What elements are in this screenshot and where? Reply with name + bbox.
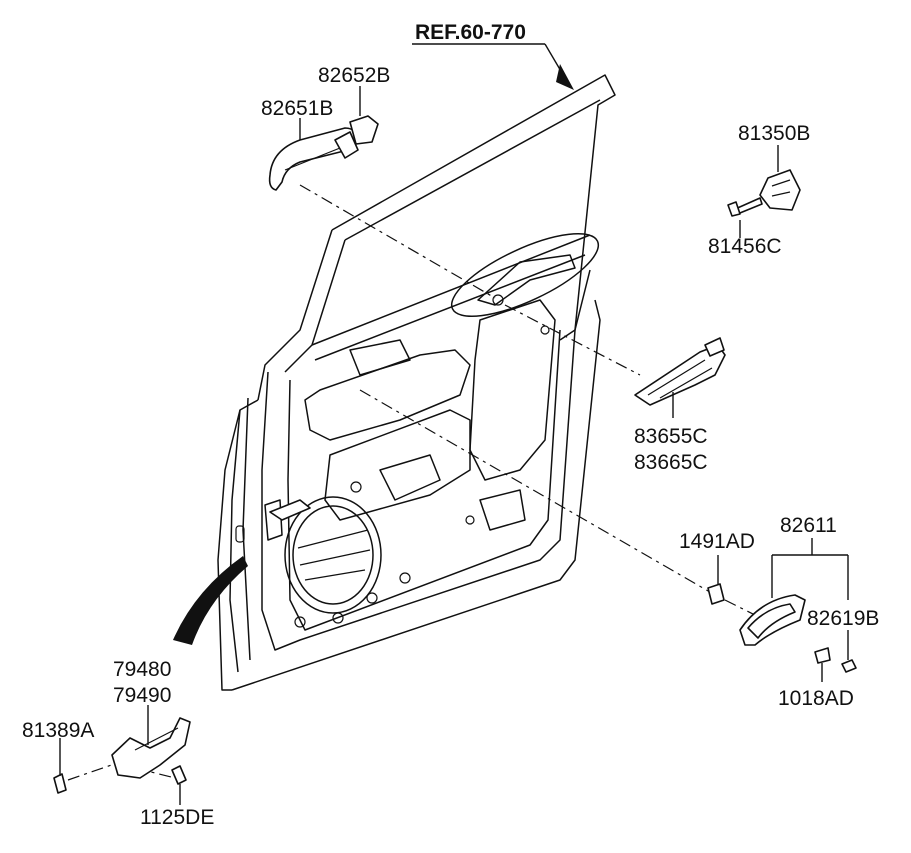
label-82611: 82611 [780, 514, 837, 537]
door-checker-part [53, 717, 191, 794]
clip-part [707, 583, 725, 605]
inner-latch-part [634, 337, 726, 406]
label-81389a: 81389A [22, 719, 94, 742]
label-1125de: 1125DE [140, 806, 214, 829]
striker-part [727, 169, 801, 217]
label-82651b: 82651B [261, 97, 333, 120]
label-1018ad: 1018AD [778, 687, 854, 710]
callout-arrow [173, 556, 248, 645]
label-83655c: 83655C [634, 425, 708, 448]
label-83665c: 83665C [634, 451, 708, 474]
bracket-leader [717, 538, 849, 682]
inside-handle-part [739, 594, 806, 646]
dashed-leaders [67, 184, 766, 781]
reference-leader [412, 43, 574, 90]
label-82619b: 82619B [807, 607, 879, 630]
label-1491ad: 1491AD [679, 530, 755, 553]
cover-part [841, 659, 857, 673]
handle-cap-part [349, 115, 379, 145]
label-81456c: 81456C [708, 235, 782, 258]
label-79480: 79480 [113, 658, 171, 681]
label-79490: 79490 [113, 684, 171, 707]
reference-label: REF.60-770 [415, 21, 526, 44]
rear-door-panel [217, 74, 616, 691]
label-81350b: 81350B [738, 122, 810, 145]
outside-handle-part [268, 127, 359, 191]
label-82652b: 82652B [318, 64, 390, 87]
screw-part [814, 647, 831, 664]
